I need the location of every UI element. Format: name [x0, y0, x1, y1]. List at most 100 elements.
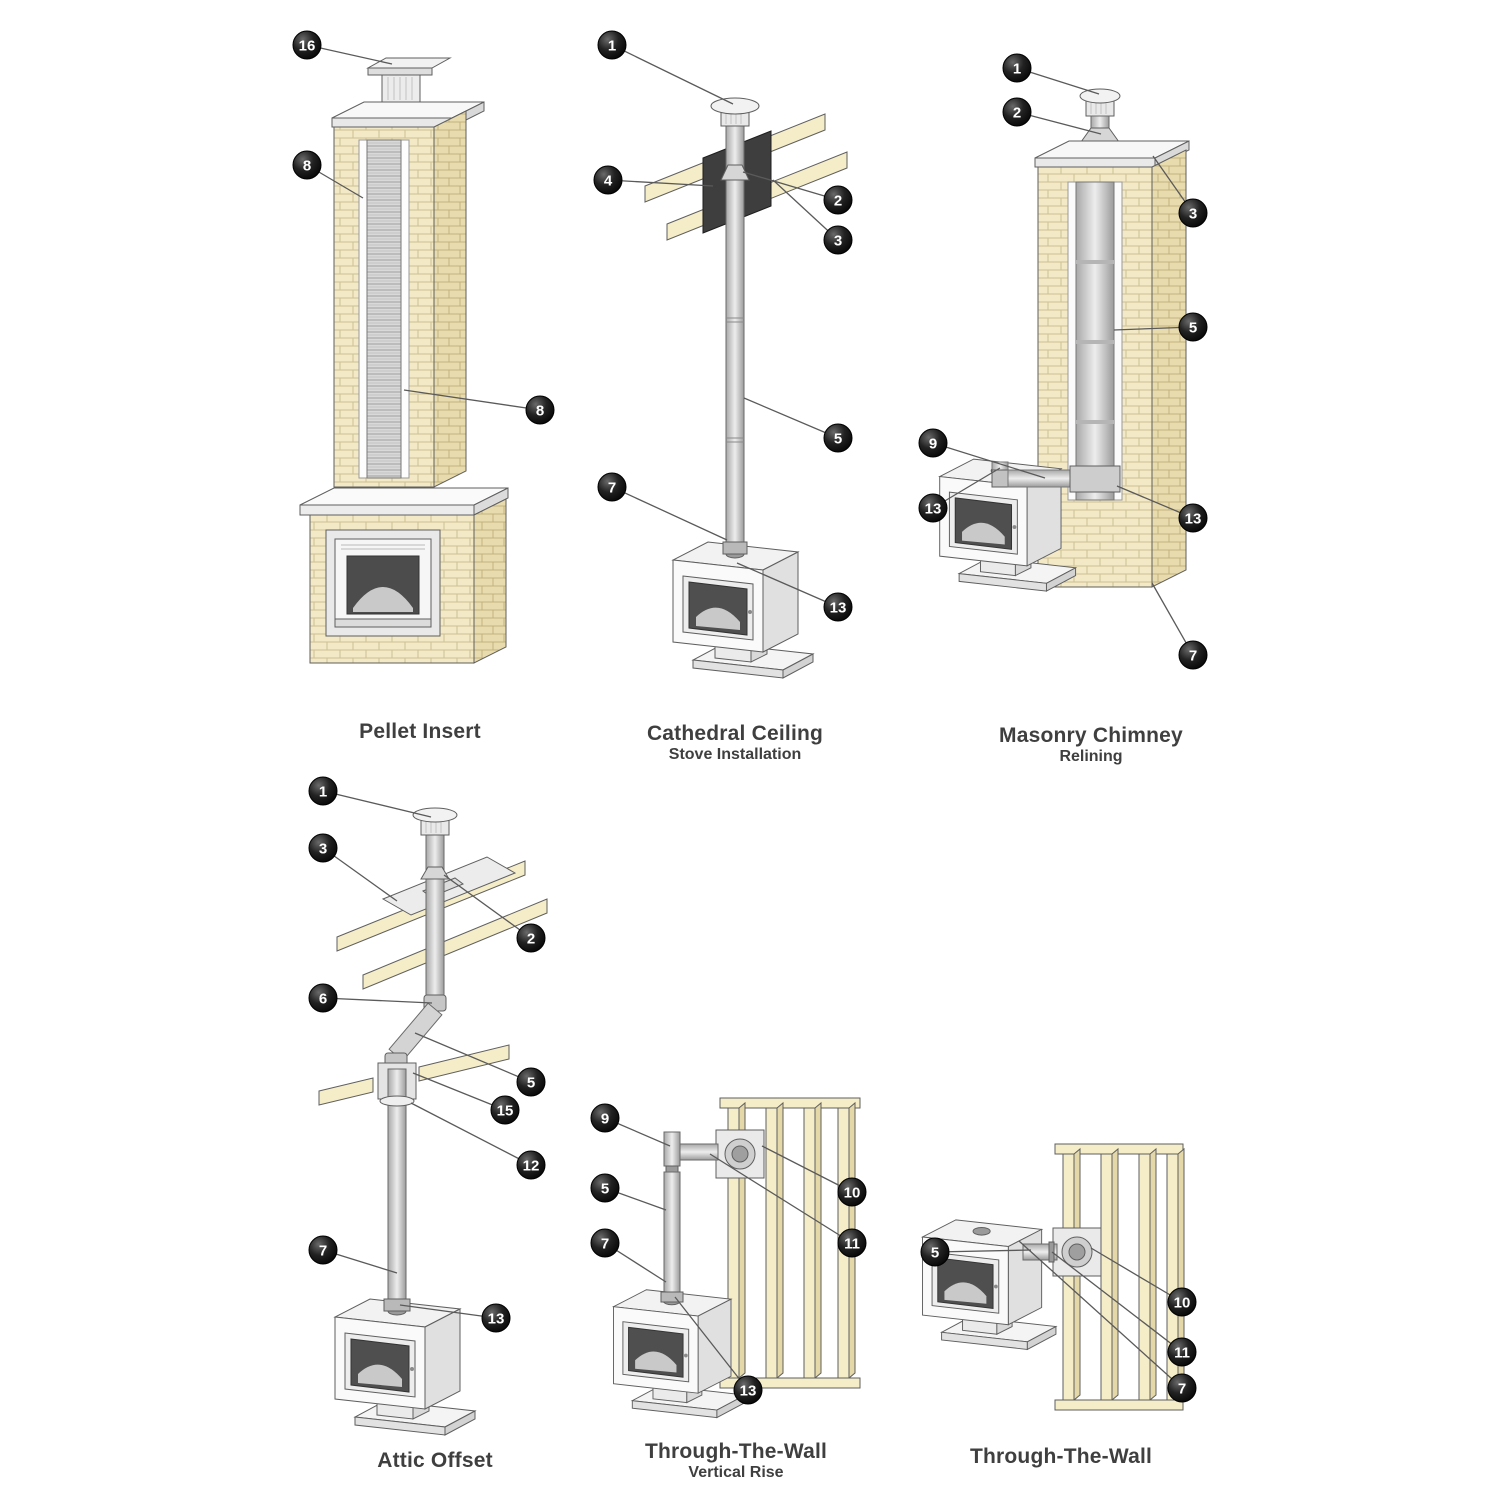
- diagram-subtitle: Vertical Rise: [688, 1464, 784, 1482]
- callout-5: 5: [516, 1067, 546, 1097]
- leader-line: [322, 997, 433, 1004]
- svg-text:13: 13: [830, 600, 847, 617]
- svg-text:7: 7: [319, 1243, 327, 1260]
- vent-pipe: [663, 1171, 681, 1297]
- leader-line: [412, 1072, 506, 1111]
- ttw-illustration: 5 10 11 7: [920, 1143, 1197, 1411]
- callout-10: 10: [1167, 1287, 1197, 1317]
- svg-text:12: 12: [523, 1158, 540, 1175]
- callout-10: 10: [837, 1177, 867, 1207]
- chimney-pipe: [725, 121, 745, 547]
- leader-line: [772, 179, 839, 241]
- svg-text:7: 7: [601, 1236, 609, 1253]
- callout-11: 11: [837, 1228, 867, 1258]
- svg-text:11: 11: [844, 1236, 860, 1253]
- pipe-upper: [425, 834, 445, 998]
- callout-5: 5: [590, 1173, 620, 1203]
- svg-text:2: 2: [527, 931, 535, 948]
- callout-7: 7: [597, 472, 627, 502]
- svg-text:5: 5: [834, 431, 842, 448]
- svg-text:13: 13: [1185, 511, 1202, 528]
- callout-9: 9: [590, 1103, 620, 1133]
- svg-text:5: 5: [527, 1075, 535, 1092]
- callout-5: 5: [920, 1237, 950, 1267]
- flex-liner: [358, 139, 410, 479]
- callout-7: 7: [1178, 640, 1208, 670]
- leader-line: [674, 1296, 749, 1391]
- callout-12: 12: [516, 1150, 546, 1180]
- chimney-cap: [366, 57, 452, 103]
- leader-line: [743, 397, 839, 439]
- wood-stove: [334, 1298, 476, 1436]
- pipe-connector: [660, 1291, 684, 1303]
- leader-line: [410, 1102, 532, 1166]
- leader-line: [1051, 1251, 1183, 1353]
- wood-stove: [922, 1219, 1057, 1350]
- diagram-label: Through-The-Wall Vertical Rise: [580, 1440, 892, 1483]
- wall-thimble: [1052, 1227, 1102, 1277]
- svg-text:7: 7: [1178, 1381, 1186, 1398]
- wood-stove: [672, 541, 814, 679]
- leader-line: [742, 171, 839, 201]
- svg-text:5: 5: [601, 1181, 609, 1198]
- leader-line: [322, 790, 432, 818]
- wall-frame: [1054, 1143, 1185, 1411]
- diagram-title: Cathedral Ceiling: [646, 722, 824, 745]
- chimney-cap-round: [710, 97, 760, 127]
- leader-line: [403, 389, 541, 411]
- wall-thimble: [715, 1129, 765, 1179]
- svg-text:2: 2: [834, 193, 842, 210]
- callout-3: 3: [823, 225, 853, 255]
- svg-text:6: 6: [319, 991, 327, 1008]
- callout-13: 13: [823, 592, 853, 622]
- svg-text:11: 11: [1174, 1345, 1190, 1362]
- svg-text:10: 10: [844, 1185, 861, 1202]
- callout-2: 2: [516, 923, 546, 953]
- leader-line: [709, 1153, 853, 1244]
- callout-9: 9: [918, 428, 948, 458]
- diagram-title: Attic Offset: [377, 1449, 493, 1472]
- support-trim-ring: [379, 1095, 415, 1107]
- leader-line: [322, 847, 398, 902]
- svg-text:1: 1: [319, 784, 327, 801]
- diagram-label: Attic Offset: [285, 1449, 585, 1473]
- leader-line: [761, 1145, 853, 1193]
- storm-collar: [420, 866, 450, 880]
- callout-3: 3: [308, 833, 338, 863]
- callout-2: 2: [823, 185, 853, 215]
- callout-5: 5: [1178, 312, 1208, 342]
- callout-11: 11: [1167, 1337, 1197, 1367]
- svg-text:5: 5: [1189, 320, 1197, 337]
- chimney-crown: [331, 101, 485, 128]
- chimney-cap-round: [1079, 88, 1121, 131]
- svg-text:3: 3: [1189, 206, 1197, 223]
- diagram-label: Pellet Insert: [262, 720, 578, 744]
- leader-line: [611, 44, 734, 105]
- leader-line: [934, 1249, 1032, 1253]
- callout-13: 13: [481, 1303, 511, 1333]
- wood-stove: [613, 1289, 746, 1419]
- callout-8: 8: [292, 150, 322, 180]
- callout-2: 2: [1002, 97, 1032, 127]
- svg-text:9: 9: [929, 436, 937, 453]
- callout-4: 4: [593, 165, 623, 195]
- storm-collar: [720, 164, 750, 181]
- svg-text:8: 8: [536, 403, 544, 420]
- diagram-title: Through-The-Wall: [969, 1445, 1153, 1468]
- leader-line: [607, 179, 714, 187]
- callout-7: 7: [308, 1235, 338, 1265]
- chimney-cap-round: [412, 807, 458, 836]
- callout-15: 15: [490, 1095, 520, 1125]
- leader-line: [1090, 1247, 1183, 1303]
- leader-line: [443, 874, 532, 939]
- diagram-through-the-wall: 5 10 11 7 Through-The-Wall: [905, 1138, 1217, 1469]
- tee: [663, 1131, 719, 1173]
- callout-16: 16: [292, 30, 322, 60]
- callout-8: 8: [525, 395, 555, 425]
- diagram-subtitle: Stove Installation: [668, 746, 802, 764]
